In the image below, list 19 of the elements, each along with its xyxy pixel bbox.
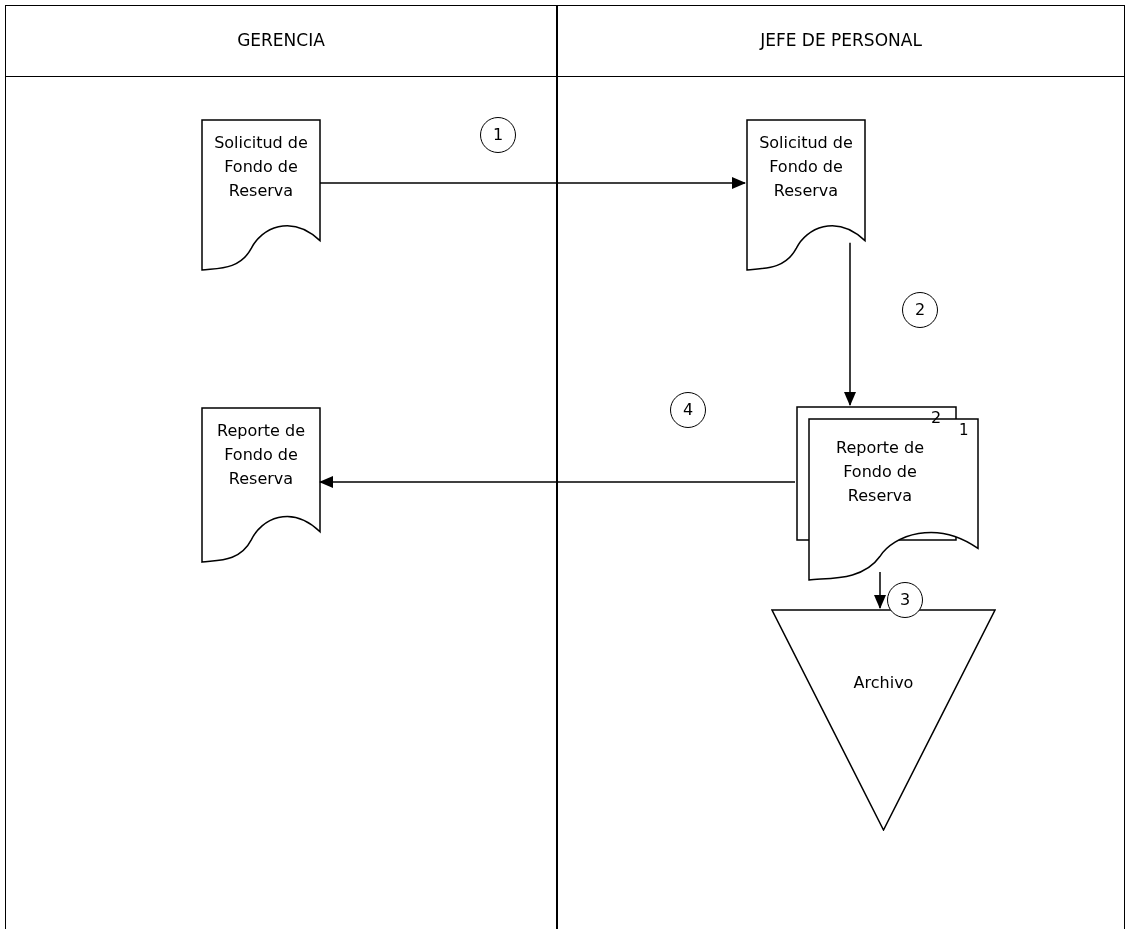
node-label: GERENCIA bbox=[237, 29, 325, 53]
arrow bbox=[844, 241, 856, 406]
swimlane bbox=[5, 5, 557, 929]
swimlane bbox=[557, 5, 1125, 929]
multi-document-shape bbox=[796, 406, 981, 581]
node-label: Reporte de Fondo de Reserva bbox=[217, 421, 305, 488]
node-label: Solicitud de Fondo de Reserva bbox=[759, 133, 853, 200]
node-label: Solicitud de Fondo de Reserva bbox=[214, 133, 308, 200]
document-shape bbox=[201, 407, 321, 563]
archive-triangle bbox=[771, 609, 996, 831]
node-label: Archivo bbox=[853, 673, 914, 692]
arrow bbox=[874, 571, 886, 609]
arrow bbox=[319, 177, 746, 189]
node-label: 1 bbox=[959, 421, 969, 439]
document-shape bbox=[746, 119, 866, 271]
arrow bbox=[319, 476, 796, 488]
document-shape bbox=[201, 119, 321, 271]
node-label: JEFE DE PERSONAL bbox=[760, 29, 922, 53]
node-label: Reporte de Fondo de Reserva bbox=[836, 438, 924, 505]
